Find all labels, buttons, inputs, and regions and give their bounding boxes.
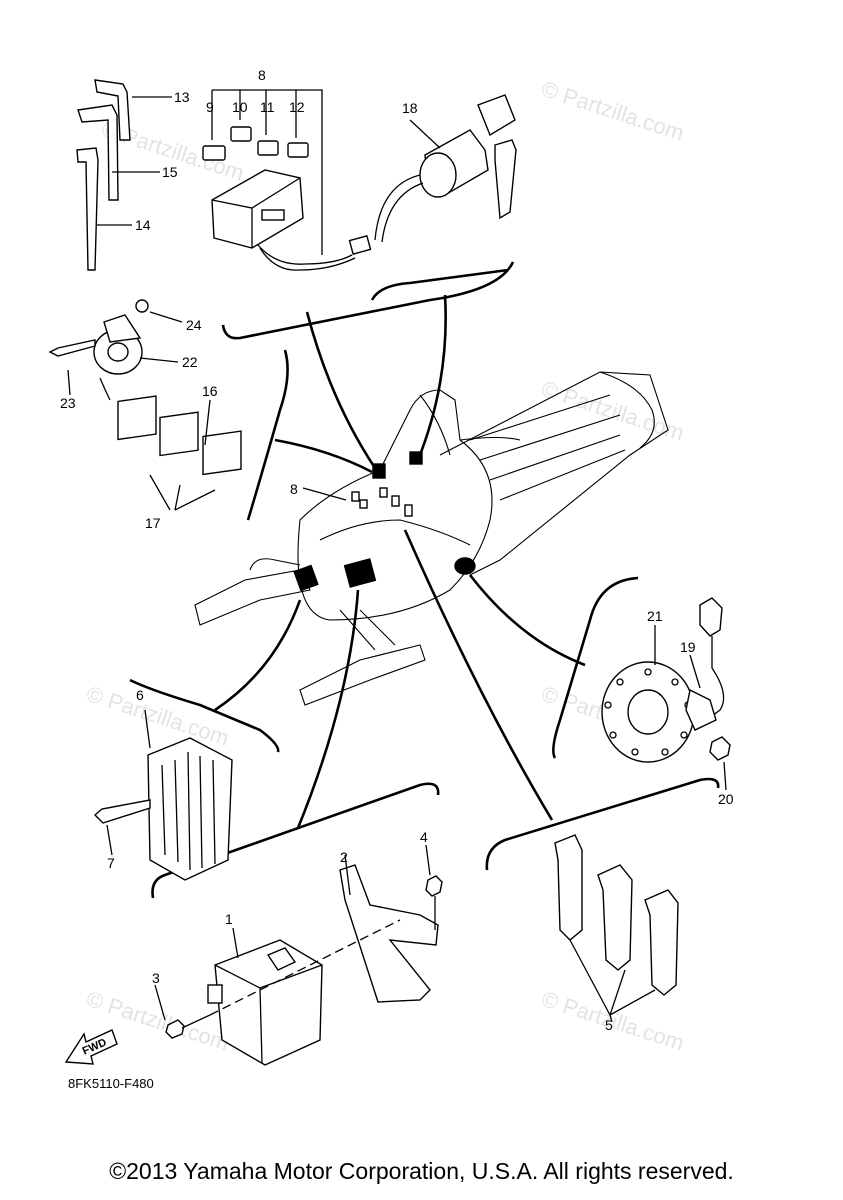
callout-9: 9 xyxy=(206,99,214,115)
callout-22: 22 xyxy=(182,354,198,370)
diagram-code: 8FK5110-F480 xyxy=(68,1076,154,1091)
callout-10: 10 xyxy=(232,99,248,115)
callout-7: 7 xyxy=(107,855,115,871)
callout-12: 12 xyxy=(289,99,305,115)
callout-23: 23 xyxy=(60,395,76,411)
main-switch-group xyxy=(348,94,517,255)
rectifier-group xyxy=(93,709,233,881)
callout-20: 20 xyxy=(718,791,734,807)
watermark: © Partzilla.com xyxy=(538,986,687,1056)
callout-19: 19 xyxy=(680,639,696,655)
callout-8-body: 8 xyxy=(290,481,298,497)
callout-14: 14 xyxy=(135,217,151,233)
callout-24: 24 xyxy=(186,317,202,333)
callout-8: 8 xyxy=(258,67,266,83)
cdi-bracket-group xyxy=(64,844,443,1066)
body-fuses xyxy=(351,487,413,517)
callout-15: 15 xyxy=(162,164,178,180)
callout-labels: 1 2 3 4 5 6 7 8 9 10 11 12 13 14 15 16 1… xyxy=(60,67,734,1033)
sensor-relay-group xyxy=(48,299,242,511)
watermark: © Partzilla.com xyxy=(538,76,687,146)
leader-lines xyxy=(214,294,586,829)
callout-4: 4 xyxy=(420,829,428,845)
hood-box-mid xyxy=(343,558,377,588)
pickup-coil-group xyxy=(601,597,731,791)
ignition-coils xyxy=(554,834,679,1023)
callout-13: 13 xyxy=(174,89,190,105)
hood-box-right xyxy=(454,557,476,575)
callout-3: 3 xyxy=(152,970,160,986)
zone-curves xyxy=(129,261,720,899)
body-box-top xyxy=(372,463,386,479)
callout-11: 11 xyxy=(260,99,275,115)
callout-5: 5 xyxy=(605,1017,613,1033)
callout-16: 16 xyxy=(202,383,218,399)
callout-1: 1 xyxy=(225,911,233,927)
fuse-box-group xyxy=(202,89,356,271)
callout-2: 2 xyxy=(340,849,348,865)
callout-18: 18 xyxy=(402,100,418,116)
cable-ties xyxy=(76,79,172,271)
hood-box-left xyxy=(293,564,319,592)
snowmobile-outline xyxy=(194,371,669,706)
callout-21: 21 xyxy=(647,608,663,624)
copyright-notice: ©2013 Yamaha Motor Corporation, U.S.A. A… xyxy=(109,1158,734,1184)
callout-6: 6 xyxy=(136,687,144,703)
callout-17: 17 xyxy=(145,515,161,531)
